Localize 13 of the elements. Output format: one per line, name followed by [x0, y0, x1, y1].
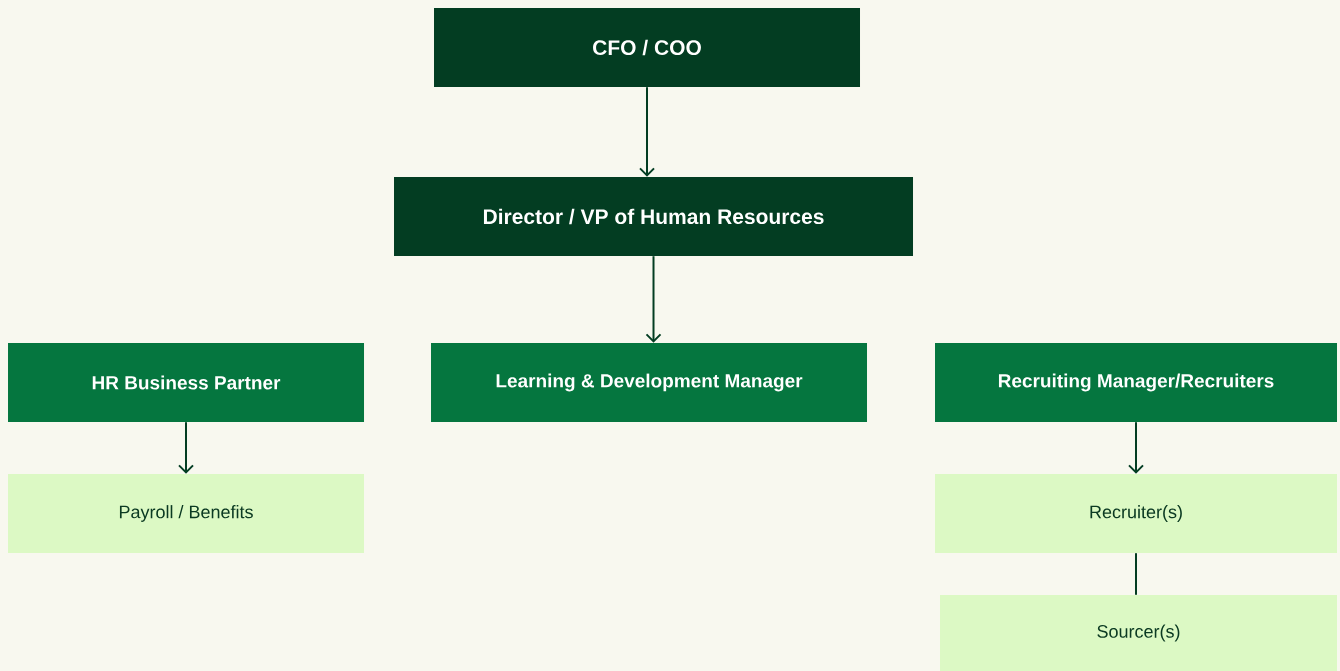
arrow	[645, 255, 662, 343]
role-box: Recruiting Manager/Recruiters	[935, 343, 1337, 422]
role-box: CFO / COO	[434, 8, 860, 87]
role-box: Learning & Development Manager	[431, 343, 867, 422]
arrow	[1128, 421, 1144, 474]
role-box: Payroll / Benefits	[8, 474, 364, 553]
connector-line	[1135, 552, 1137, 596]
role-box: Recruiter(s)	[935, 474, 1337, 553]
role-box: HR Business Partner	[8, 343, 364, 422]
arrow	[639, 86, 655, 177]
role-box: Director / VP of Human Resources	[394, 177, 913, 256]
role-box: Sourcer(s)	[940, 595, 1337, 671]
arrow	[178, 421, 194, 474]
